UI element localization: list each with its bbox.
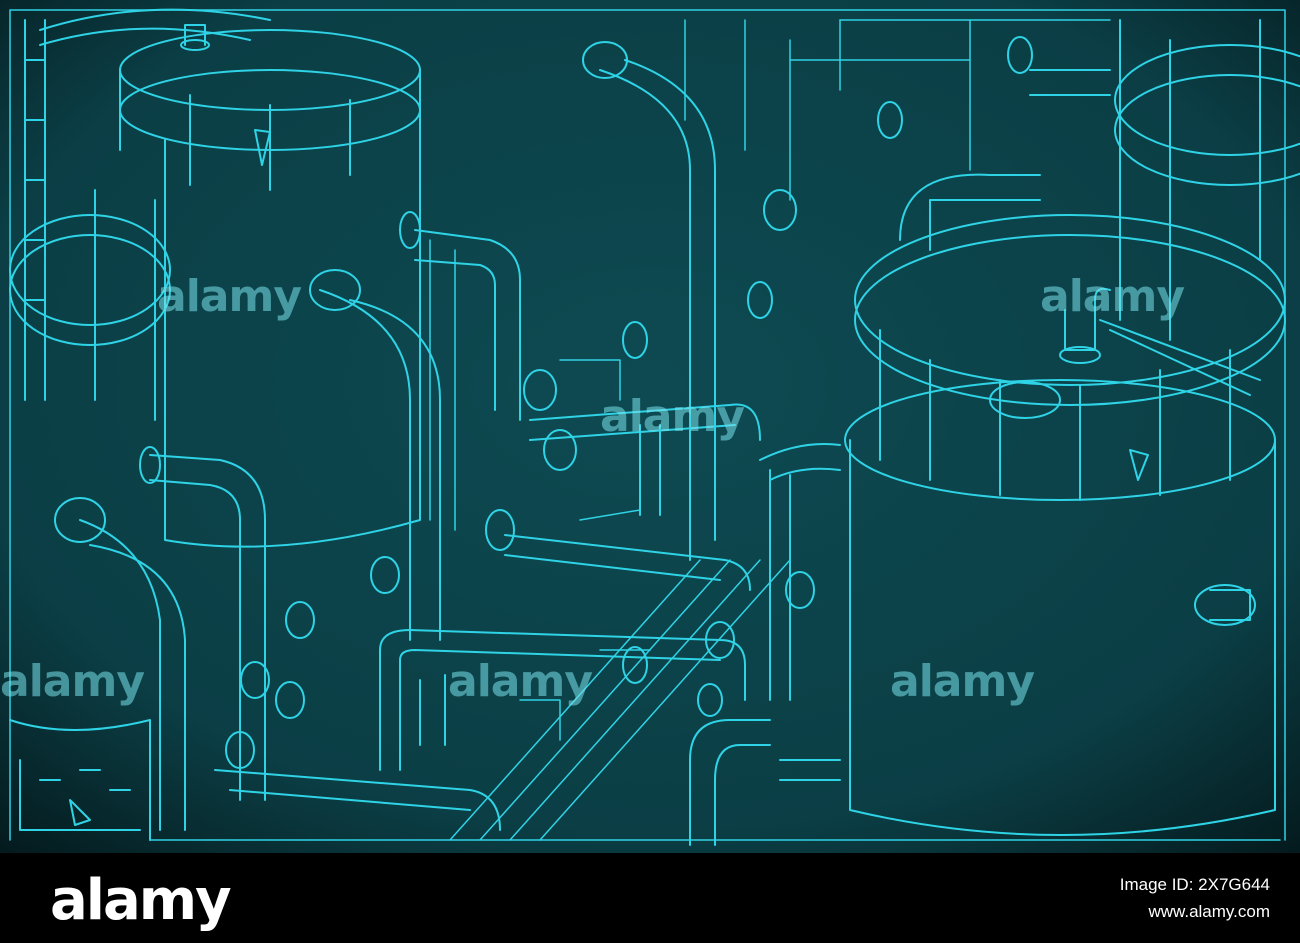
watermark-overlay: alamy — [448, 656, 593, 707]
blueprint-illustration — [0, 0, 1300, 853]
pipe-flanges — [225, 36, 1033, 769]
image-id-label: Image ID: 2X7G644 — [1119, 875, 1270, 894]
line-art — [9, 8, 1300, 846]
alamy-logo: alamy — [50, 868, 232, 933]
site-url-label: www.alamy.com — [1148, 902, 1270, 921]
vertical-pipes — [54, 41, 841, 846]
blueprint-background — [0, 0, 1300, 853]
far-right-tank — [1114, 19, 1300, 626]
left-lower-tank — [9, 719, 151, 841]
watermark-overlay: alamy — [0, 656, 145, 707]
frame-and-grating — [9, 9, 1286, 841]
horizontal-pipes — [214, 69, 1111, 831]
watermark-overlay: alamy — [600, 391, 745, 442]
watermark-overlay: alamy — [890, 656, 1035, 707]
watermark-overlay: alamy — [157, 271, 302, 322]
watermark-overlay: alamy — [1040, 271, 1185, 322]
